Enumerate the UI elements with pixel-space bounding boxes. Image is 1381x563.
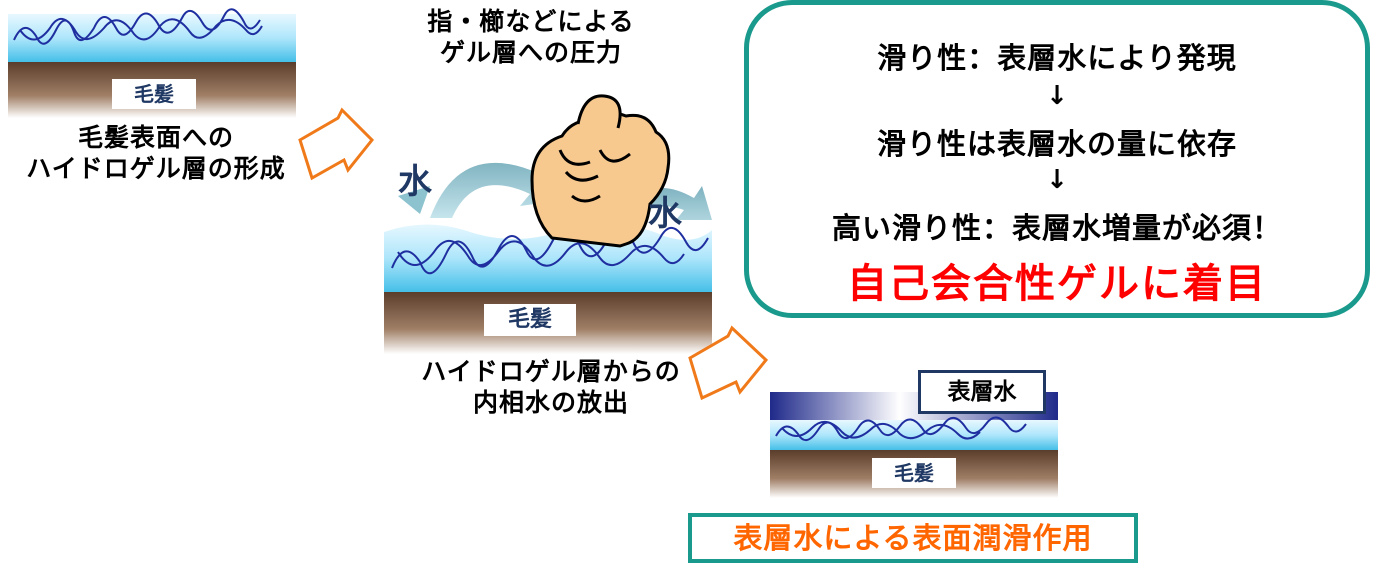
water-arrow-left-head (398, 186, 430, 214)
step2-caption-line1: ハイドロゲル層からの (421, 357, 681, 386)
info-arrow-2: ↓ (1046, 165, 1068, 195)
step1-hair-label: 毛髪 (112, 79, 196, 109)
step3-hair-label: 毛髪 (872, 458, 956, 488)
info-highlight: 自己会合性ゲルに着目 (847, 261, 1267, 307)
step1-caption-line1: 毛髪表面への (77, 123, 234, 152)
step1-polymer-coil (13, 8, 263, 45)
step2-pressure-line2: ゲル層への圧力 (439, 38, 622, 67)
step2-hair-label: 毛髪 (484, 304, 576, 336)
step2-caption: ハイドロゲル層からの 内相水の放出 (356, 356, 746, 418)
step1-caption-line2: ハイドロゲル層の形成 (26, 154, 286, 183)
hand-graphic (530, 94, 671, 248)
water-arc-left (430, 160, 564, 218)
water-label-left: 水 (398, 162, 432, 202)
arrow-2 (688, 325, 769, 401)
info-box: 滑り性：表層水により発現 ↓ 滑り性は表層水の量に依存 ↓ 高い滑り性：表層水増… (744, 0, 1370, 318)
info-line-1: 滑り性：表層水により発現 (877, 41, 1237, 75)
info-line-3: 高い滑り性：表層水増量が必須！ (831, 211, 1282, 245)
step2-polymer-coil (391, 227, 709, 275)
info-arrow-1: ↓ (1046, 81, 1068, 111)
step3-gel-layer (770, 420, 1058, 450)
step3-polymer-coil (775, 416, 1027, 441)
step1-caption: 毛髪表面への ハイドロゲル層の形成 (0, 122, 312, 184)
step2-caption-line2: 内相水の放出 (472, 388, 629, 417)
step2-pressure-caption: 指・櫛などによる ゲル層への圧力 (396, 6, 666, 68)
arrow-1 (298, 107, 375, 181)
info-line-2: 滑り性は表層水の量に依存 (876, 127, 1237, 161)
surface-water-label: 表層水 (918, 370, 1046, 414)
water-label-right: 水 (648, 194, 682, 234)
step2-pressure-line1: 指・櫛などによる (427, 7, 635, 36)
